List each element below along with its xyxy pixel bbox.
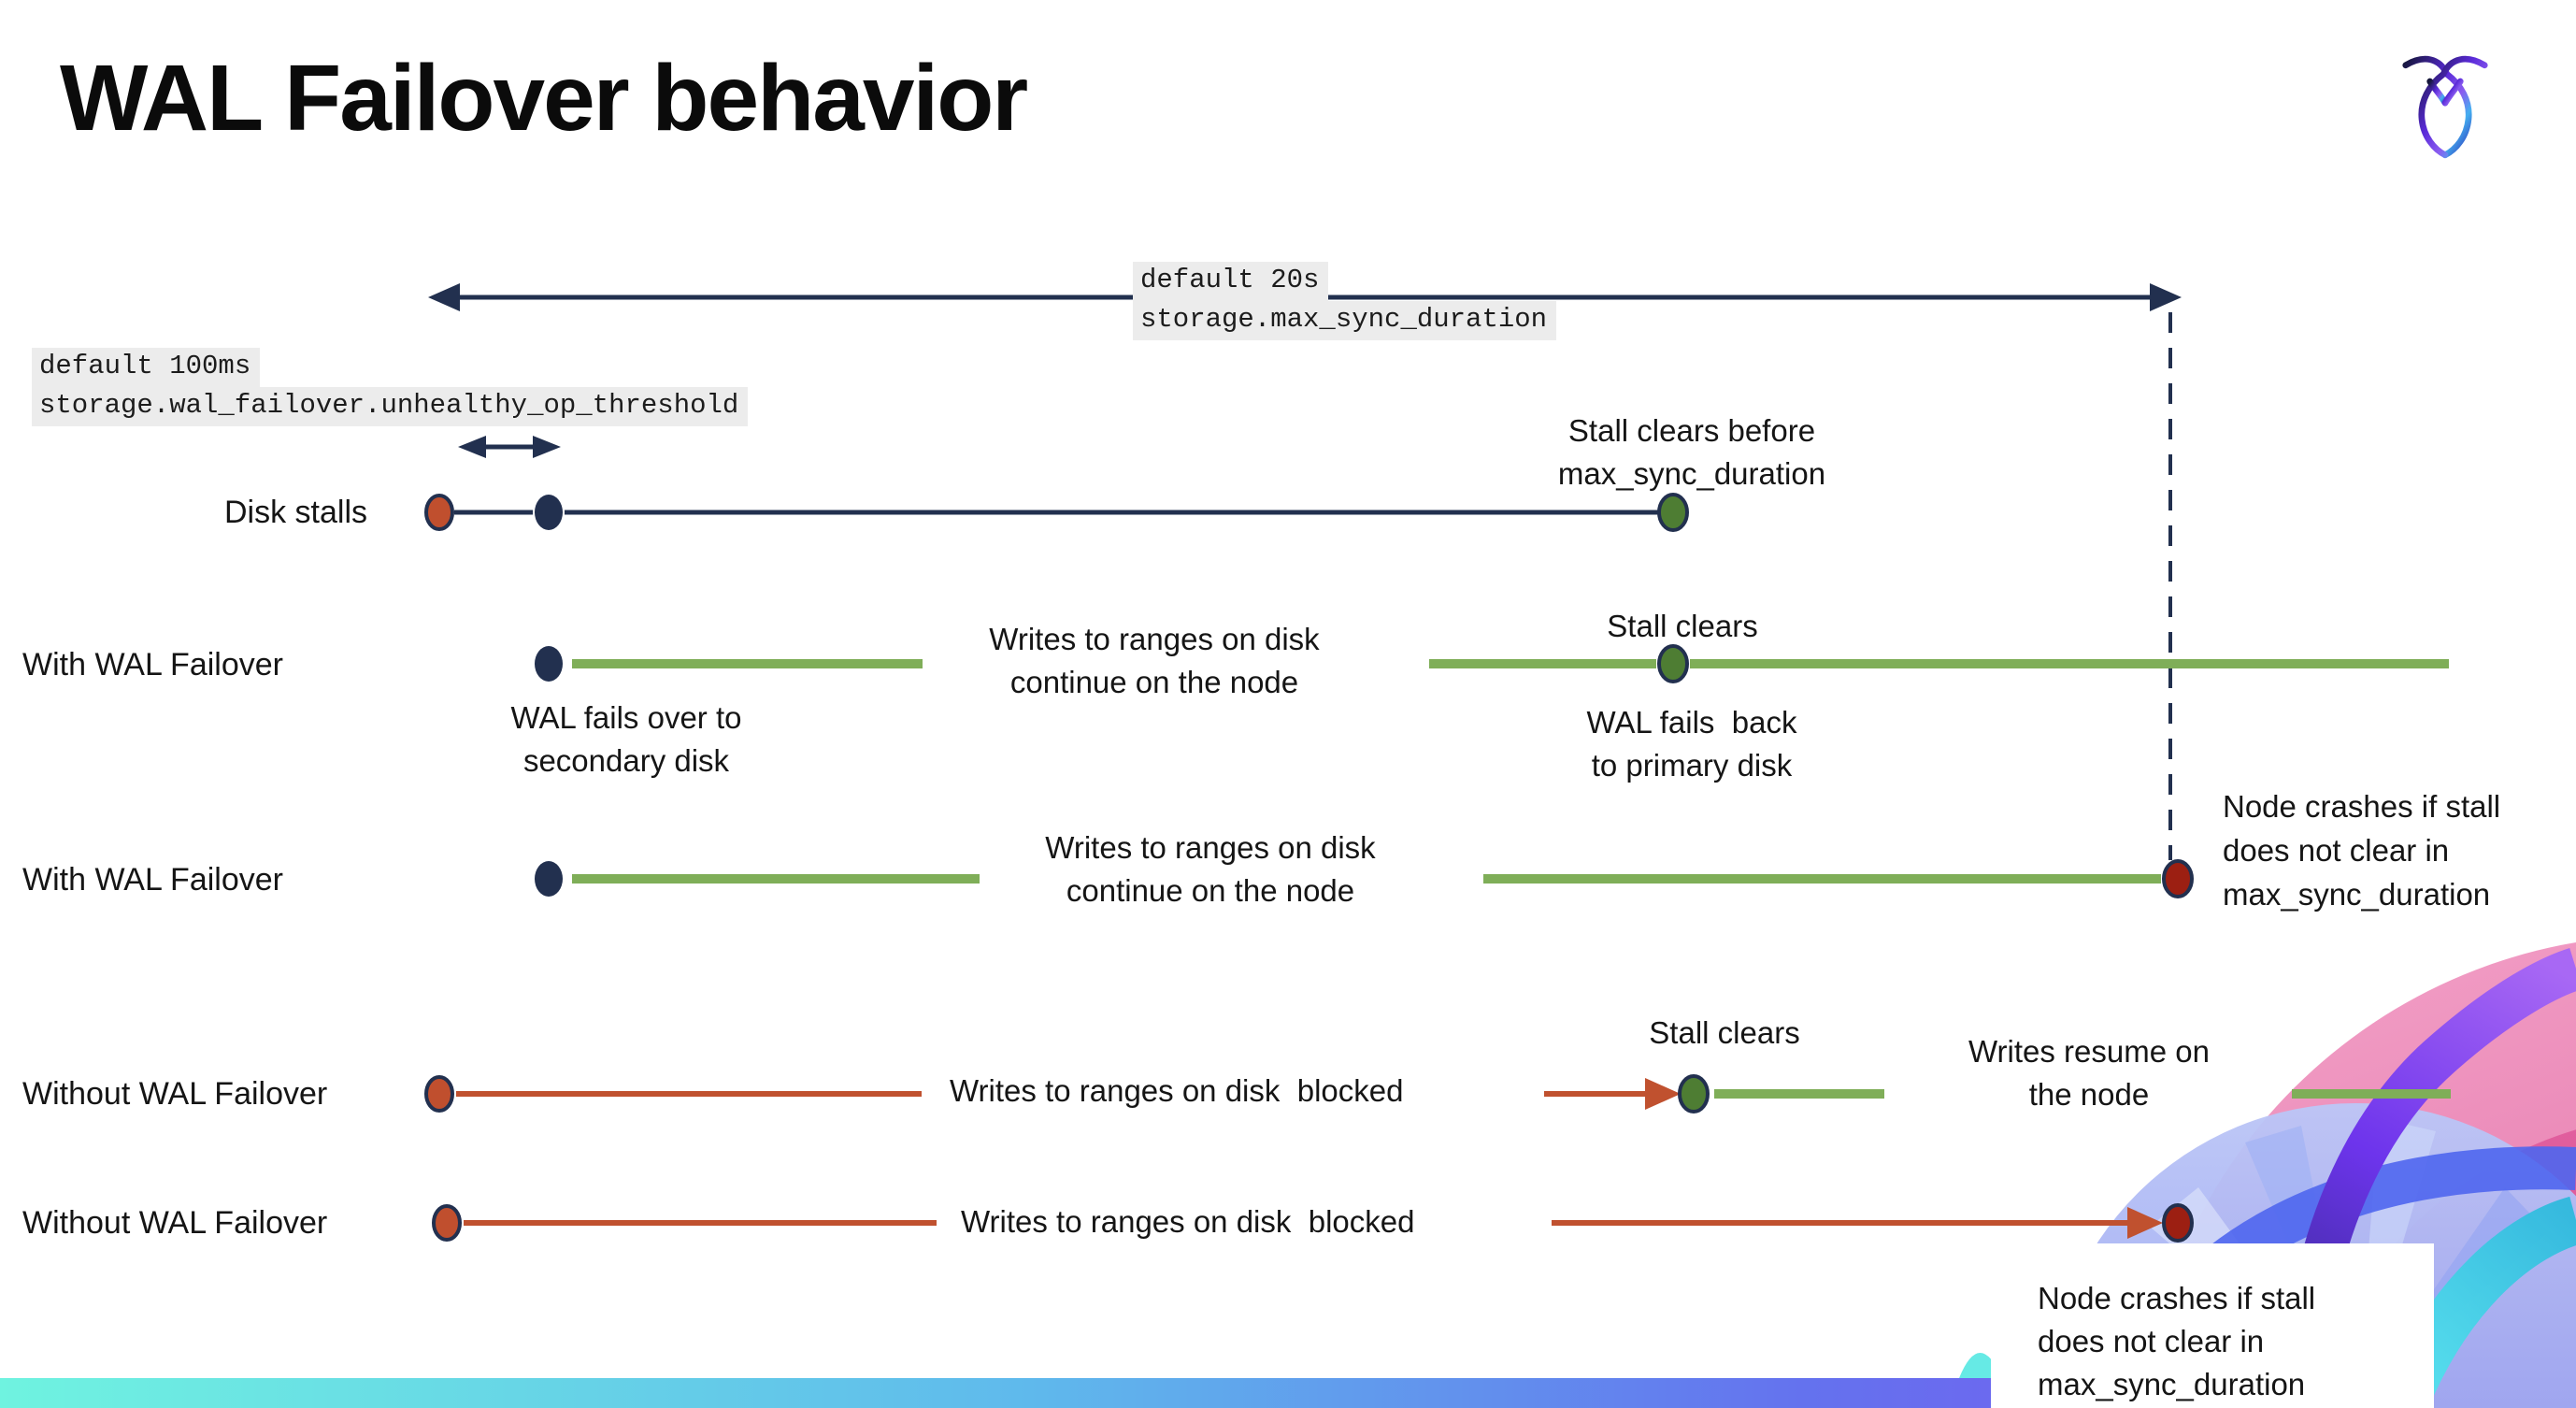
annotation-writes-blocked-2: Writes to ranges on disk blocked <box>961 1204 1415 1239</box>
annotation-wal-fails-over: WAL fails over to secondary disk <box>510 700 742 778</box>
page-title: WAL Failover behavior <box>60 46 1028 151</box>
stall-start-dot <box>424 1075 454 1113</box>
annotation-stall-clears-without: Stall clears <box>1649 1015 1800 1050</box>
timeline-without-wal-failover-1 <box>424 1074 2451 1113</box>
row-label-disk-stalls: Disk stalls <box>224 495 368 530</box>
node-crashes-callout: Node crashes if stall does not clear in … <box>1991 1243 2434 1408</box>
threshold-dot <box>535 495 563 530</box>
row-label-with-wal-failover-1: With WAL Failover <box>22 647 283 682</box>
arrowhead-right <box>533 436 561 458</box>
row-label-without-wal-failover-1: Without WAL Failover <box>22 1076 328 1112</box>
annotation-stall-clears-before: Stall clears before max_sync_duration <box>1557 413 1826 491</box>
arrowhead-left <box>458 436 486 458</box>
stall-clears-dot <box>1657 644 1689 683</box>
arrowhead-left <box>428 283 460 311</box>
arrowhead-right <box>2150 283 2182 311</box>
annotation-node-crashes-bottom: Node crashes if stall does not clear in … <box>2038 1281 2316 1401</box>
annotation-writes-continue-2: Writes to ranges on disk continue on the… <box>1045 830 1376 908</box>
row-label-without-wal-failover-2: Without WAL Failover <box>22 1205 328 1241</box>
annotation-writes-blocked-1: Writes to ranges on disk blocked <box>950 1073 1404 1108</box>
failover-dot <box>535 646 563 682</box>
annotation-stall-clears: Stall clears <box>1607 609 1758 643</box>
timeline-with-wal-failover-1 <box>535 644 2449 683</box>
timeline-with-wal-failover-2 <box>535 859 2194 898</box>
stall-start-dot <box>424 494 454 531</box>
max-sync-setting-name: storage.max_sync_duration <box>1133 301 1557 340</box>
unhealthy-op-threshold-arrow <box>458 436 561 458</box>
failover-dot <box>535 861 563 897</box>
row-label-with-wal-failover-2: With WAL Failover <box>22 862 283 898</box>
arrowhead-right <box>1645 1078 1681 1110</box>
annotation-writes-resume: Writes resume on the node <box>1968 1034 2210 1112</box>
stall-clears-dot <box>1657 493 1689 532</box>
annotation-writes-continue-1: Writes to ranges on disk continue on the… <box>989 622 1320 699</box>
arrowhead-right <box>2127 1207 2163 1239</box>
cockroachdb-logo-icon <box>2402 55 2488 159</box>
annotation-wal-fails-back: WAL fails back to primary disk <box>1586 705 1797 783</box>
annotation-node-crashes-top: Node crashes if stall does not clear in … <box>2223 789 2501 912</box>
timeline-disk-stalls <box>424 493 1689 532</box>
threshold-setting-name: storage.wal_failover.unhealthy_op_thresh… <box>32 387 749 426</box>
threshold-default-label: default 100ms <box>32 348 261 387</box>
node-crash-dot <box>2162 859 2194 898</box>
timeline-without-wal-failover-2 <box>432 1203 2194 1243</box>
max-sync-default-label: default 20s <box>1133 262 1329 301</box>
stall-clears-dot <box>1678 1074 1710 1113</box>
stall-start-dot <box>432 1204 462 1242</box>
node-crash-dot <box>2162 1203 2194 1243</box>
